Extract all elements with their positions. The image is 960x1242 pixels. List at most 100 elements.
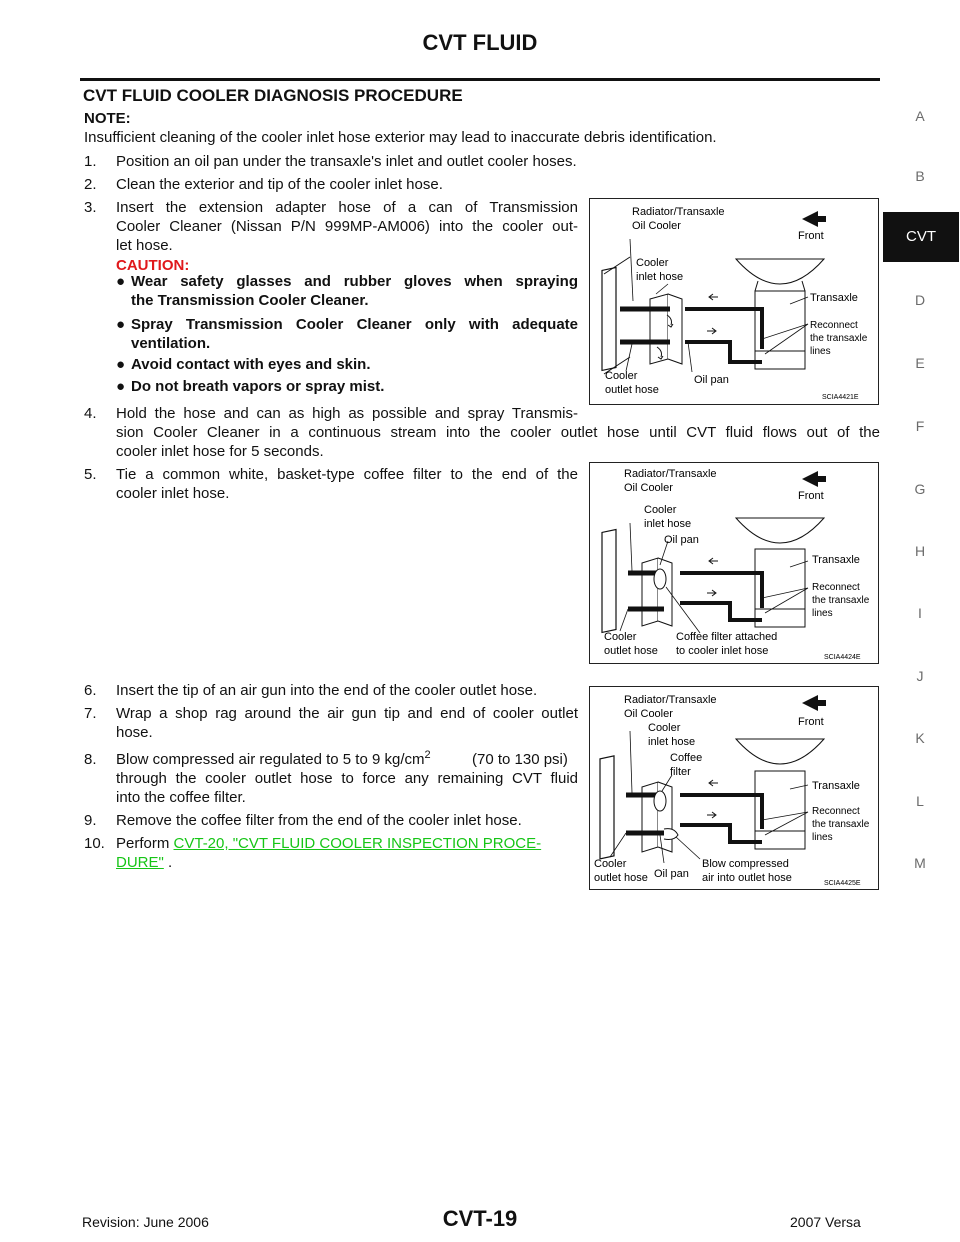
index-tab-d[interactable]: D — [914, 292, 926, 308]
step-10-line: Perform CVT-20, "CVT FLUID COOLER INSPEC… — [116, 834, 541, 853]
step-10-post: . — [168, 854, 173, 871]
label-coffee-filter: filter — [670, 766, 691, 778]
step-10-line: DURE" . — [116, 853, 172, 872]
label-title: Radiator/Transaxle — [624, 468, 717, 480]
step-3-line: Cooler Cleaner (Nissan P/N 999MP-AM006) … — [116, 218, 578, 235]
index-tab-l[interactable]: L — [916, 793, 924, 809]
bullet-icon: ● — [116, 378, 126, 395]
caution-line: Spray Transmission Cooler Cleaner only w… — [131, 316, 578, 333]
label-outlet: Cooler — [605, 370, 638, 382]
diagram-coffee-filter: Radiator/Transaxle Oil Cooler Front Cool… — [601, 468, 870, 661]
step-8-psi: (70 to 130 psi) — [472, 751, 568, 768]
step-5-line: Tie a common white, basket-type coffee f… — [116, 466, 578, 483]
caution-line: Wear safety glasses and rubber gloves wh… — [131, 273, 578, 290]
index-tab-cvt-active[interactable]: CVT — [883, 212, 959, 262]
label-transaxle: Transaxle — [812, 554, 860, 566]
figure-compressed-air: Radiator/Transaxle Oil Cooler Front Cool… — [589, 686, 879, 890]
diagram-cooler-cleaner: Radiator/Transaxle Oil Cooler Front Cool… — [601, 206, 868, 401]
footer-model: 2007 Versa — [790, 1214, 861, 1230]
label-inlet: Cooler — [644, 504, 677, 516]
step-8-line: through the cooler outlet hose to force … — [116, 770, 578, 787]
label-oil-pan: Oil pan — [664, 534, 699, 546]
step-10-pre: Perform — [116, 835, 170, 852]
index-tab-e[interactable]: E — [915, 355, 925, 371]
note-text: Insufficient cleaning of the cooler inle… — [84, 129, 717, 146]
label-oil-pan: Oil pan — [654, 868, 689, 880]
figure-coffee-filter: Radiator/Transaxle Oil Cooler Front Cool… — [589, 462, 879, 664]
label-title: Oil Cooler — [624, 482, 673, 494]
label-reconnect: lines — [812, 832, 833, 843]
bullet-icon: ● — [116, 316, 126, 333]
step-number: 3. — [84, 199, 97, 216]
index-tab-b[interactable]: B — [915, 168, 925, 184]
index-tab-a[interactable]: A — [915, 108, 925, 124]
step-number: 7. — [84, 705, 97, 722]
label-front: Front — [798, 490, 824, 502]
label-outlet: Cooler — [604, 631, 637, 643]
note-label: NOTE: — [84, 110, 131, 127]
index-tab-f[interactable]: F — [915, 418, 925, 434]
section-title: CVT FLUID COOLER DIAGNOSIS PROCEDURE — [83, 86, 463, 105]
label-title: Radiator/Transaxle — [632, 206, 725, 218]
page-title: CVT FLUID — [422, 30, 538, 55]
index-tab-g[interactable]: G — [914, 481, 926, 497]
label-coffee-filter: Coffee — [670, 752, 702, 764]
label-coffee-filter: Coffee filter attached — [676, 631, 777, 643]
label-outlet: outlet hose — [605, 384, 659, 396]
step-1-text: Position an oil pan under the transaxle'… — [116, 153, 577, 170]
step-4-line: sion Cooler Cleaner in a continuous stre… — [116, 424, 880, 441]
label-transaxle: Transaxle — [810, 292, 858, 304]
step-number: 2. — [84, 176, 97, 193]
footer-page-number: CVT-19 — [442, 1206, 518, 1231]
caution-label: CAUTION: — [116, 257, 190, 274]
header-rule — [80, 78, 880, 81]
index-tab-m[interactable]: M — [914, 855, 926, 871]
step-3-line: Insert the extension adapter hose of a c… — [116, 199, 578, 216]
figure-code: SCIA4425E — [824, 880, 861, 887]
label-oil-pan: Oil pan — [694, 374, 729, 386]
step-5-line: cooler inlet hose. — [116, 485, 230, 502]
step-number: 1. — [84, 153, 97, 170]
caution-line: Avoid contact with eyes and skin. — [131, 356, 371, 373]
bullet-icon: ● — [116, 273, 126, 290]
label-title: Oil Cooler — [624, 708, 673, 720]
label-outlet: Cooler — [594, 858, 627, 870]
index-tab-k[interactable]: K — [915, 730, 925, 746]
step-8-line: Blow compressed air regulated to 5 to 9 … — [116, 750, 431, 769]
label-front: Front — [798, 716, 824, 728]
label-reconnect: Reconnect — [812, 806, 860, 817]
cross-reference-link[interactable]: CVT-20, "CVT FLUID COOLER INSPECTION PRO… — [173, 835, 542, 852]
step-number: 8. — [84, 751, 97, 768]
label-reconnect: the transaxle — [810, 333, 868, 344]
step-2-text: Clean the exterior and tip of the cooler… — [116, 176, 443, 193]
step-number: 10. — [84, 835, 105, 852]
step-7-line: Wrap a shop rag around the air gun tip a… — [116, 705, 578, 722]
index-tab-i[interactable]: I — [918, 605, 922, 621]
caution-line: the Transmission Cooler Cleaner. — [131, 292, 369, 309]
label-coffee-filter: to cooler inlet hose — [676, 645, 768, 657]
step-number: 9. — [84, 812, 97, 829]
caution-line: ventilation. — [131, 335, 211, 352]
step-number: 6. — [84, 682, 97, 699]
figure-code: SCIA4424E — [824, 654, 861, 661]
label-inlet: inlet hose — [644, 518, 691, 530]
label-outlet: outlet hose — [594, 872, 648, 884]
label-inlet: inlet hose — [636, 271, 683, 283]
step-9-text: Remove the coffee filter from the end of… — [116, 812, 522, 829]
index-tab-j[interactable]: J — [916, 668, 924, 684]
label-blow-air: air into outlet hose — [702, 872, 792, 884]
label-reconnect: Reconnect — [810, 320, 858, 331]
figure-cooler-cleaner: Radiator/Transaxle Oil Cooler Front Cool… — [589, 198, 879, 405]
step-8-text: Blow compressed air regulated to 5 to 9 … — [116, 751, 425, 768]
index-tab-h[interactable]: H — [914, 543, 926, 559]
cross-reference-link[interactable]: DURE" — [116, 854, 164, 871]
label-title: Oil Cooler — [632, 220, 681, 232]
label-outlet: outlet hose — [604, 645, 658, 657]
footer-revision: Revision: June 2006 — [82, 1214, 209, 1230]
label-blow-air: Blow compressed — [702, 858, 789, 870]
label-inlet: inlet hose — [648, 736, 695, 748]
step-4-line: cooler inlet hose for 5 seconds. — [116, 443, 324, 460]
caution-line: Do not breath vapors or spray mist. — [131, 378, 385, 395]
label-reconnect: lines — [812, 608, 833, 619]
step-3-line: let hose. — [116, 237, 173, 254]
